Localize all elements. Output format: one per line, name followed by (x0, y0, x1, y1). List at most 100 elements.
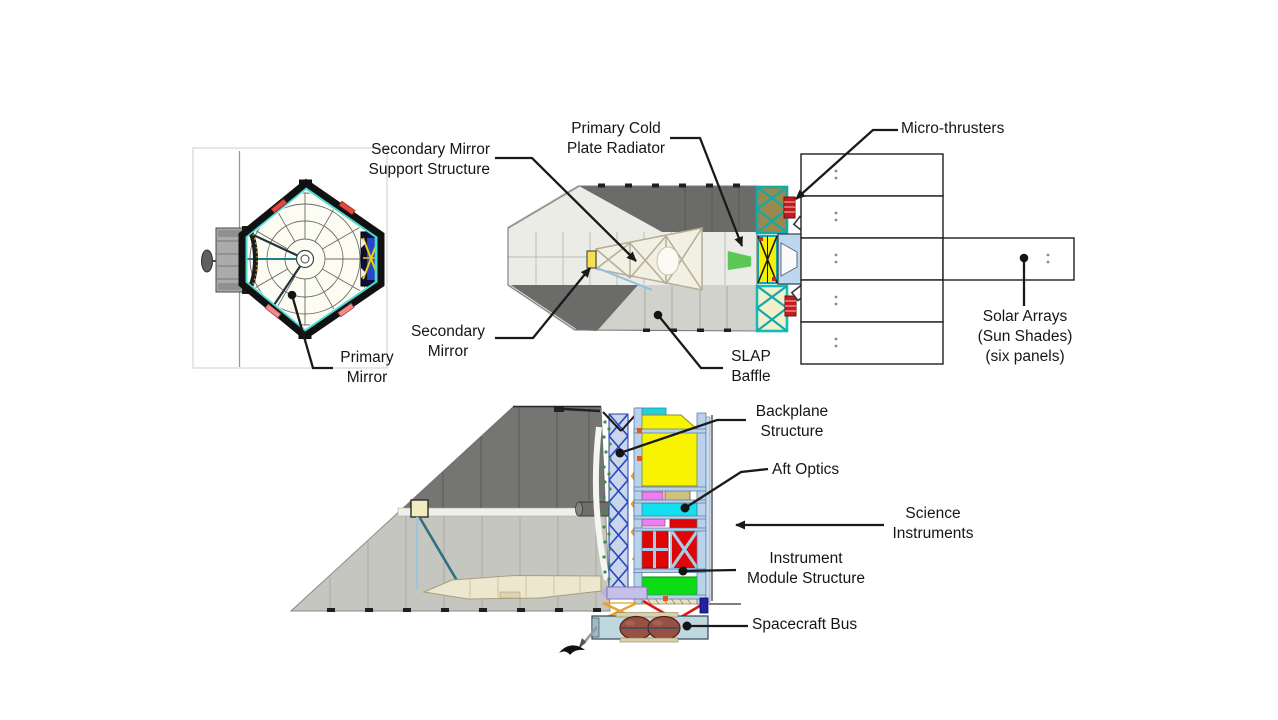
label-line: Secondary Mirror (371, 141, 490, 158)
backplane-speckles (602, 420, 612, 581)
leader-micro-thrusters (795, 128, 898, 200)
label-line: Mirror (427, 343, 469, 360)
solar-panel-2 (800, 195, 944, 239)
label-line: Secondary (410, 323, 486, 340)
dark-blue-fitting (699, 597, 709, 614)
leader-aft-optics (684, 467, 769, 509)
label-line: Backplane (755, 403, 829, 420)
leader-secondary-mirror (495, 267, 591, 340)
label-aft-optics: Aft Optics (772, 460, 839, 480)
magenta-instrument-1 (641, 491, 664, 502)
baffle-dark-face (403, 406, 606, 509)
green-instrument (638, 576, 700, 597)
label-backplane-structure: Backplane Structure (742, 402, 842, 442)
spacecraft-bus-graphic (591, 612, 709, 643)
label-line: Mirror (346, 369, 388, 386)
baffle-bottom-ticks (327, 608, 601, 612)
label-secondary-mirror: Secondary Mirror (398, 322, 498, 362)
red-instrument-left (640, 530, 669, 569)
label-line: SLAP (731, 348, 771, 365)
hexagon-teal-rim (244, 186, 378, 333)
label-line: Structure (760, 423, 824, 440)
optical-bench (422, 574, 602, 600)
leader-lines (287, 128, 1029, 631)
secondary-mirror-support-truss (595, 227, 703, 291)
antenna-dish-icon (201, 249, 213, 273)
instrument-module-frame (633, 407, 707, 605)
orange-fitting-2 (637, 456, 642, 461)
leader-slap-baffle (657, 314, 723, 370)
solar-panel-5 (800, 321, 944, 365)
label-instrument-module-structure: Instrument Module Structure (725, 549, 887, 589)
leader-secondary-mirror-support (495, 156, 637, 262)
orange-fitting-3 (663, 596, 668, 601)
barrel-ticks (598, 183, 740, 332)
label-slap-baffle: SLAP Baffle (710, 347, 792, 387)
panel-hinge-marks (834, 169, 1050, 348)
label-micro-thrusters: Micro-thrusters (901, 119, 1004, 139)
label-line: Module Structure (746, 570, 866, 587)
barrel-bottom-dark-wedge (508, 285, 638, 331)
solar-panel-4 (800, 279, 944, 323)
instrument-stack (633, 407, 713, 605)
interior-strut (418, 517, 461, 585)
spacecraft-bus-side-graphic (777, 233, 803, 285)
label-solar-arrays: Solar Arrays (Sun Shades) (six panels) (954, 307, 1096, 367)
label-line: Micro-thrusters (901, 120, 1005, 137)
magenta-instrument-2 (641, 518, 666, 527)
aft-truss-lower (755, 284, 789, 333)
label-science-instruments: Science Instruments (873, 504, 993, 544)
mirror-segments (248, 192, 372, 326)
leader-backplane (619, 418, 746, 455)
label-line: Solar Arrays (982, 308, 1068, 325)
star-glyph (559, 645, 585, 655)
front-view (192, 147, 388, 369)
aft-yellow-module (757, 235, 778, 284)
stack-right-rail (705, 416, 711, 603)
backplane-curve (592, 426, 610, 581)
label-line: Primary (340, 349, 394, 366)
label-line: (Sun Shades) (977, 328, 1073, 345)
apex-tab-top (299, 179, 312, 186)
leader-primary-mirror (290, 294, 333, 370)
solar-panel-6 (942, 237, 1075, 281)
label-line: (six panels) (985, 348, 1065, 365)
label-line: Primary Cold (571, 120, 661, 137)
cutaway-view (289, 405, 713, 655)
red-instrument-right (669, 529, 700, 570)
label-primary-cold-plate-radiator: Primary Cold Plate Radiator (551, 119, 681, 159)
label-line: Support Structure (368, 161, 490, 178)
solar-panel-3 (800, 237, 944, 281)
label-secondary-mirror-support: Secondary Mirror Support Structure (340, 140, 490, 180)
label-line: Baffle (731, 368, 771, 385)
label-primary-mirror: Primary Mirror (327, 348, 407, 388)
front-view-frame (192, 147, 388, 369)
sun-direction-arrow (559, 626, 599, 655)
primary-mirror-assembly (238, 178, 385, 341)
apex-tab-bottom (298, 333, 312, 339)
side-view (507, 153, 1075, 365)
leader-primary-cold-plate (670, 136, 744, 247)
secondary-mirror-graphic (586, 250, 597, 269)
baffle-seams (329, 408, 597, 611)
label-line: Plate Radiator (566, 140, 666, 157)
solar-array-panels (800, 153, 1075, 365)
aft-truss-upper (755, 185, 789, 235)
label-spacecraft-bus: Spacecraft Bus (752, 615, 857, 635)
solar-panel-1 (800, 153, 944, 197)
orange-fitting-1 (637, 428, 642, 433)
edge-thruster-pods (264, 198, 356, 319)
label-line: Science (905, 505, 961, 522)
seam-fitting-box (410, 499, 429, 518)
label-line: Spacecraft Bus (752, 616, 858, 633)
primary-cold-plate-radiator-graphic (726, 248, 753, 272)
micro-thruster-top (783, 196, 796, 219)
label-line: Instrument (769, 550, 843, 567)
label-line: Aft Optics (772, 461, 840, 478)
micro-thruster-bottom (784, 295, 797, 317)
yellow-instrument (640, 414, 699, 487)
leader-instrument-module (683, 568, 737, 573)
backplane-truss (608, 413, 629, 595)
